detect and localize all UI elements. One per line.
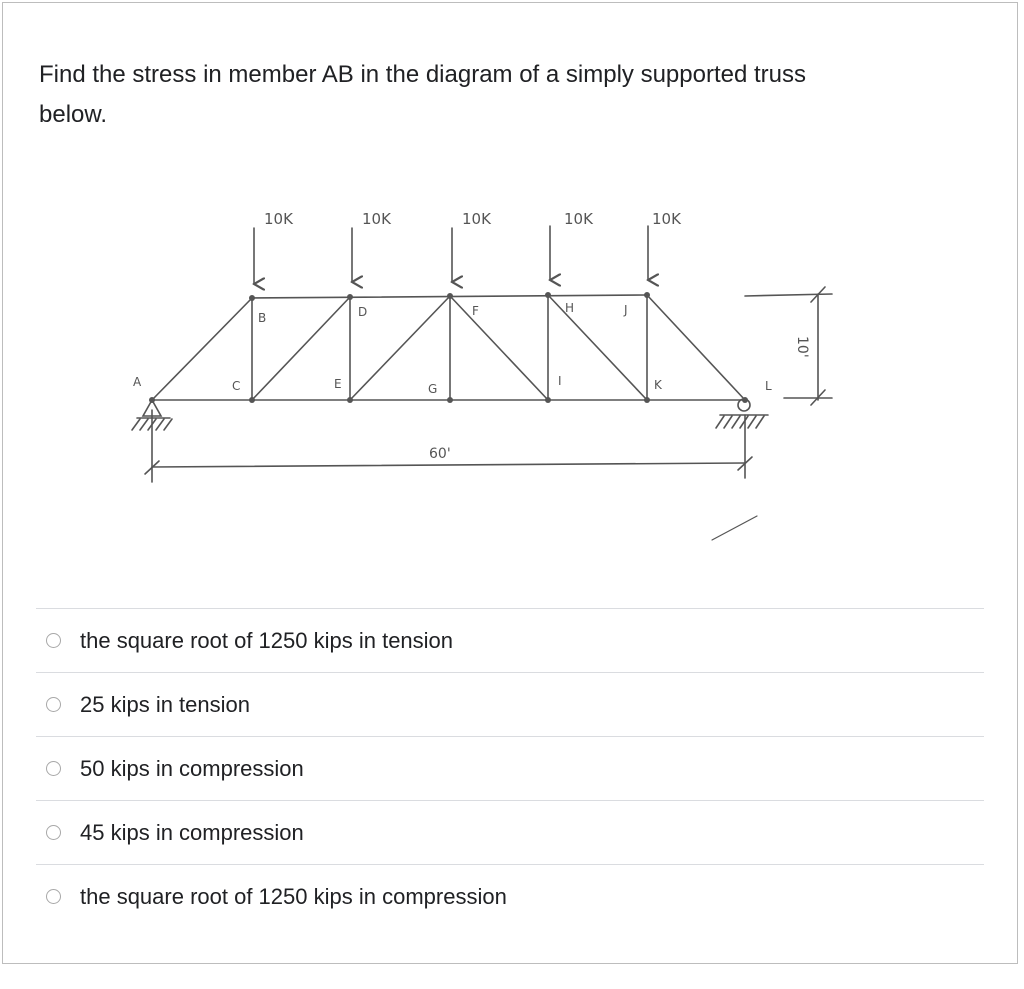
radio-icon[interactable] xyxy=(46,633,61,648)
pin-support-icon xyxy=(131,398,173,431)
answer-option-1[interactable]: the square root of 1250 kips in tension xyxy=(36,608,984,672)
answer-option-label: 50 kips in compression xyxy=(80,756,304,781)
joints xyxy=(149,292,748,403)
answer-option-label: 25 kips in tension xyxy=(80,692,250,717)
node-label-f: F xyxy=(472,304,479,318)
radio-icon[interactable] xyxy=(46,697,61,712)
answer-option-5[interactable]: the square root of 1250 kips in compress… xyxy=(36,864,984,928)
member-fi xyxy=(449,295,549,401)
node-label-d: D xyxy=(358,305,367,319)
question-text: Find the stress in member AB in the diag… xyxy=(39,55,939,135)
member-jl xyxy=(646,294,746,401)
node-label-i: I xyxy=(558,374,562,388)
span-dimension xyxy=(144,409,753,483)
span-label: 60' xyxy=(429,446,451,462)
radio-icon[interactable] xyxy=(46,761,61,776)
node-label-e: E xyxy=(334,377,342,391)
member-cd xyxy=(251,296,351,401)
height-label: 10' xyxy=(794,336,810,358)
node-label-c: C xyxy=(232,379,240,393)
question-line-2: below. xyxy=(39,101,108,128)
node-label-j: J xyxy=(623,303,628,317)
roller-support-icon xyxy=(715,398,769,429)
radio-icon[interactable] xyxy=(46,825,61,840)
load-label-b: 10K xyxy=(264,210,294,228)
load-label-j: 10K xyxy=(652,210,682,228)
answer-option-label: 45 kips in compression xyxy=(80,820,304,845)
member-ef xyxy=(349,295,451,401)
pencil-stroke xyxy=(711,515,758,541)
node-label-g: G xyxy=(428,382,437,396)
answer-option-label: the square root of 1250 kips in tension xyxy=(80,628,454,653)
node-label-k: K xyxy=(654,378,663,392)
load-label-f: 10K xyxy=(462,210,492,228)
node-label-a: A xyxy=(133,375,142,389)
member-ab xyxy=(151,297,253,401)
answer-option-4[interactable]: 45 kips in compression xyxy=(36,800,984,864)
question-card: Find the stress in member AB in the diag… xyxy=(2,2,1018,964)
node-label-b: B xyxy=(258,311,266,325)
height-dimension xyxy=(744,286,833,406)
radio-icon[interactable] xyxy=(46,889,61,904)
answer-option-3[interactable]: 50 kips in compression xyxy=(36,736,984,800)
node-label-l: L xyxy=(765,379,772,393)
node-label-h: H xyxy=(565,301,574,315)
answer-options: the square root of 1250 kips in tension … xyxy=(36,608,984,928)
load-label-d: 10K xyxy=(362,210,392,228)
truss-diagram: 10K 10K 10K 10K 10K A B C D E F G H I J … xyxy=(131,210,833,541)
answer-option-label: the square root of 1250 kips in compress… xyxy=(80,884,507,909)
member-hk xyxy=(547,294,648,401)
answer-option-2[interactable]: 25 kips in tension xyxy=(36,672,984,736)
load-label-h: 10K xyxy=(564,210,594,228)
question-line-1: Find the stress in member AB in the diag… xyxy=(39,61,807,88)
